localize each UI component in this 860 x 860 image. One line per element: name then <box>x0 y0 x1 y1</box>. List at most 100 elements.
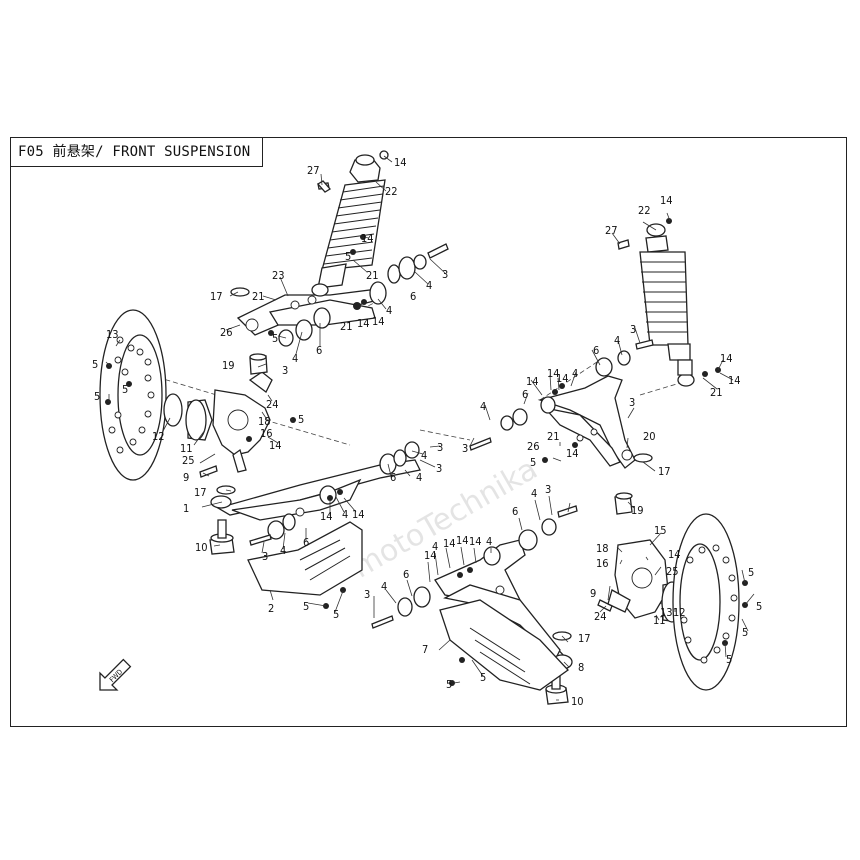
callout-9: 9 <box>590 587 596 600</box>
callout-25: 25 <box>182 454 195 467</box>
callout-16: 16 <box>260 427 273 440</box>
callout-4: 4 <box>614 334 620 347</box>
right-upper-bushings <box>469 339 654 451</box>
right-guard-plate <box>439 599 569 691</box>
callout-4: 4 <box>480 400 486 413</box>
callout-17: 17 <box>210 290 223 303</box>
callout-14: 14 <box>361 232 374 245</box>
callout-21: 21 <box>547 430 560 443</box>
callout-3: 3 <box>442 268 448 281</box>
callout-5: 5 <box>726 653 732 666</box>
callout-19: 19 <box>222 359 235 372</box>
forward-direction-arrow: FWD <box>99 658 132 691</box>
callout-4: 4 <box>486 535 492 548</box>
callout-18: 18 <box>258 415 271 428</box>
callout-3: 3 <box>364 588 370 601</box>
right-lower-bushings <box>371 505 578 629</box>
callout-5: 5 <box>94 390 100 403</box>
callout-14: 14 <box>352 508 365 521</box>
callout-14: 14 <box>469 535 482 548</box>
callout-4: 4 <box>416 471 422 484</box>
callout-24: 24 <box>266 398 279 411</box>
callout-17: 17 <box>578 632 591 645</box>
callout-14: 14 <box>668 548 681 561</box>
right-shock-absorber <box>639 223 695 387</box>
callout-27: 27 <box>307 164 320 177</box>
callout-3: 3 <box>262 550 268 563</box>
callout-5: 5 <box>92 358 98 371</box>
left-ball-joint <box>209 519 235 555</box>
callout-3: 3 <box>630 323 636 336</box>
callout-2: 2 <box>268 602 274 615</box>
left-upper-ball-joint <box>249 353 268 375</box>
callout-21: 21 <box>340 320 353 333</box>
callout-3: 3 <box>437 441 443 454</box>
callout-3: 3 <box>462 442 468 455</box>
callout-4: 4 <box>381 580 387 593</box>
callout-21: 21 <box>710 386 723 399</box>
callout-4: 4 <box>572 367 578 380</box>
left-steering-knuckle <box>212 371 273 473</box>
left-shock-absorber <box>311 150 389 297</box>
callout-13: 13 <box>106 328 119 341</box>
callout-3: 3 <box>436 462 442 475</box>
callout-6: 6 <box>512 505 518 518</box>
diagram-frame <box>10 137 847 727</box>
callout-20: 20 <box>643 430 656 443</box>
callout-5: 5 <box>756 600 762 613</box>
callout-4: 4 <box>531 487 537 500</box>
callout-13: 13 <box>660 606 673 619</box>
callout-4: 4 <box>280 544 286 557</box>
callout-22: 22 <box>385 185 398 198</box>
callout-3: 3 <box>629 396 635 409</box>
callout-4: 4 <box>426 279 432 292</box>
callout-14: 14 <box>269 439 282 452</box>
callout-5: 5 <box>122 383 128 396</box>
callout-5: 5 <box>333 608 339 621</box>
callout-10: 10 <box>195 541 208 554</box>
callout-14: 14 <box>547 367 560 380</box>
callout-14: 14 <box>526 375 539 388</box>
callout-14: 14 <box>456 534 469 547</box>
callout-12: 12 <box>152 430 165 443</box>
callout-6: 6 <box>390 471 396 484</box>
callout-6: 6 <box>410 290 416 303</box>
callout-26: 26 <box>527 440 540 453</box>
right-steering-knuckle <box>607 539 669 619</box>
callout-5: 5 <box>742 626 748 639</box>
assembly-axis-lines <box>149 299 691 611</box>
callout-5: 5 <box>530 456 536 469</box>
callout-5: 5 <box>480 671 486 684</box>
left-lower-a-arm <box>210 459 421 521</box>
callout-19: 19 <box>631 504 644 517</box>
callout-4: 4 <box>432 540 438 553</box>
callout-4: 4 <box>342 508 348 521</box>
callout-5: 5 <box>345 250 351 263</box>
callout-18: 18 <box>596 542 609 555</box>
callout-5: 5 <box>272 332 278 345</box>
callout-6: 6 <box>403 568 409 581</box>
callout-21: 21 <box>252 290 265 303</box>
callout-6: 6 <box>522 388 528 401</box>
callout-12: 12 <box>673 606 686 619</box>
callout-4: 4 <box>292 352 298 365</box>
callout-3: 3 <box>282 364 288 377</box>
callout-14: 14 <box>720 352 733 365</box>
right-upper-ball-joint <box>614 492 633 515</box>
callout-5: 5 <box>298 413 304 426</box>
callout-14: 14 <box>394 156 407 169</box>
callout-7: 7 <box>422 643 428 656</box>
callout-16: 16 <box>596 557 609 570</box>
callout-14: 14 <box>566 447 579 460</box>
callout-11: 11 <box>180 442 193 455</box>
callout-8: 8 <box>578 661 584 674</box>
diagram-title: F05 前悬架/ FRONT SUSPENSION <box>18 144 251 160</box>
callout-14: 14 <box>728 374 741 387</box>
callout-22: 22 <box>638 204 651 217</box>
right-brake-disc <box>672 513 740 691</box>
callout-1: 1 <box>183 502 189 515</box>
callout-5: 5 <box>446 678 452 691</box>
title-box <box>10 137 263 167</box>
